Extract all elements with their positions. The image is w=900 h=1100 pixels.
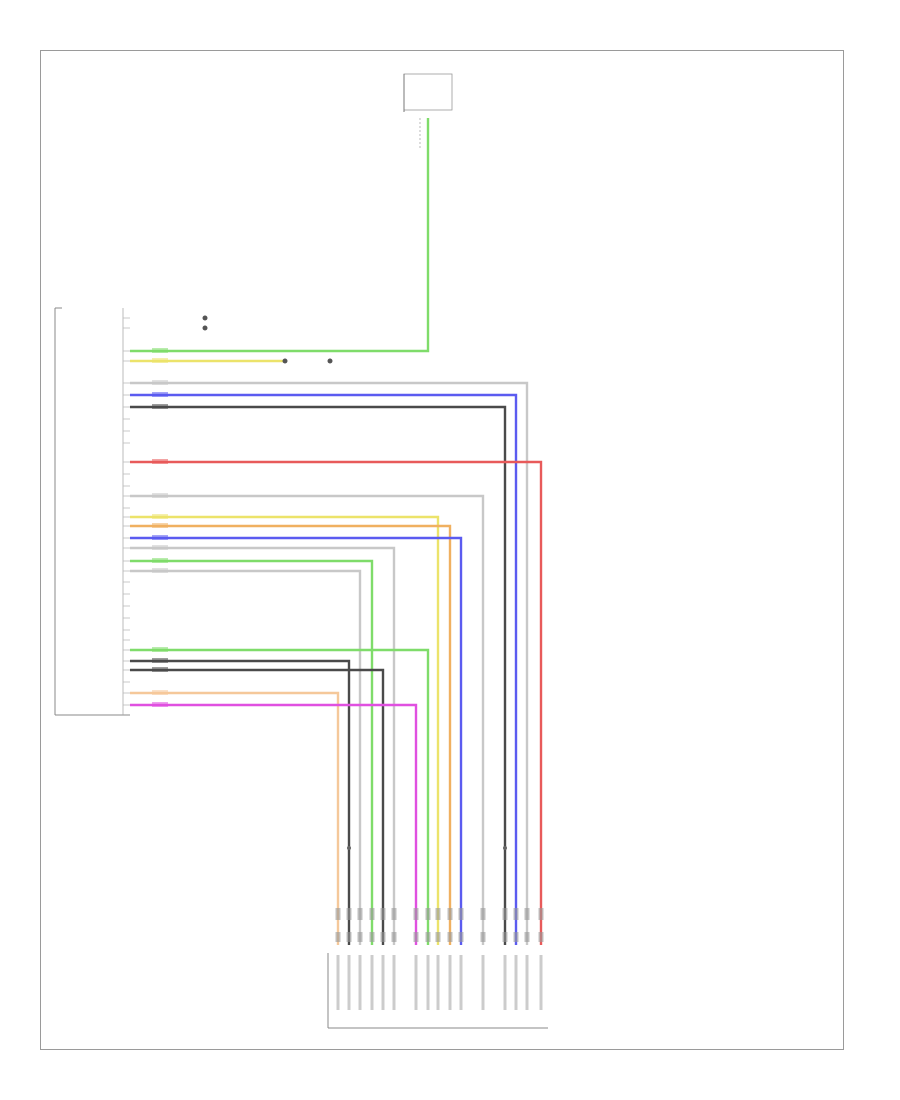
- bottom-pin-terminal: [391, 932, 397, 942]
- wire-color-code: [152, 558, 168, 563]
- wire-w-green-3: [130, 648, 430, 945]
- connector-point: [282, 358, 288, 364]
- bottom-pin-terminal: [369, 932, 375, 942]
- wire-color-code: [152, 658, 168, 663]
- bottom-pin-terminal: [335, 908, 341, 920]
- pin-layer: [123, 317, 544, 1010]
- splice-point: [503, 846, 507, 850]
- bottom-pin-terminal: [435, 932, 441, 942]
- bottom-pin-terminal: [502, 932, 508, 942]
- diagram-frame: [40, 50, 844, 1050]
- wire-w-orange-1: [130, 524, 452, 945]
- wire-w-blue-2: [130, 536, 463, 945]
- bottom-pin-terminal: [524, 908, 530, 920]
- wire-w-green-2: [130, 559, 374, 945]
- wire-w-black-3: [130, 668, 385, 945]
- connector-point: [202, 315, 208, 321]
- wire-w-blue-1: [130, 393, 518, 945]
- connector-point: [202, 325, 208, 331]
- wire-color-code: [152, 690, 168, 695]
- wire-w-orange-2: [130, 691, 340, 945]
- wire-w-yellow-2: [130, 515, 440, 945]
- bottom-pin-terminal: [346, 932, 352, 942]
- wire-color-code: [152, 380, 168, 385]
- wire-w-supply: [130, 118, 430, 353]
- bottom-pin-terminal: [480, 908, 486, 920]
- bottom-pin-terminal: [513, 932, 519, 942]
- wire-color-code: [152, 358, 168, 363]
- bottom-pin-terminal: [538, 908, 544, 920]
- connector-point: [327, 358, 333, 364]
- bottom-pin-terminal: [380, 908, 386, 920]
- bottom-pin-terminal: [425, 908, 431, 920]
- bottom-module: [327, 953, 548, 1029]
- wire-color-code: [152, 493, 168, 498]
- wire-w-grey-3: [130, 546, 396, 945]
- bottom-pin-terminal: [413, 908, 419, 920]
- wire-w-violet-1: [130, 703, 418, 945]
- bottom-pin-terminal: [480, 932, 486, 942]
- wire-color-code: [152, 702, 168, 707]
- wire-color-code: [152, 647, 168, 652]
- wire-w-black-2: [130, 659, 351, 945]
- top-module: [403, 73, 453, 150]
- bottom-pin-terminal: [425, 932, 431, 942]
- splice-point: [347, 846, 351, 850]
- bottom-pin-terminal: [357, 908, 363, 920]
- wire-w-grey-2: [130, 494, 485, 945]
- bottom-pin-terminal: [391, 908, 397, 920]
- wire-w-grey-4: [130, 569, 362, 945]
- bottom-pin-terminal: [447, 932, 453, 942]
- bottom-pin-terminal: [357, 932, 363, 942]
- bottom-pin-terminal: [502, 908, 508, 920]
- bottom-pin-terminal: [458, 908, 464, 920]
- bottom-pin-terminal: [538, 932, 544, 942]
- bottom-pin-terminal: [513, 908, 519, 920]
- wire-w-black-1: [130, 405, 507, 945]
- wire-color-code: [152, 667, 168, 672]
- bottom-pin-terminal: [524, 932, 530, 942]
- bottom-pin-terminal: [458, 932, 464, 942]
- left-module: [54, 307, 130, 716]
- wire-color-code: [152, 392, 168, 397]
- wire-layer: [130, 118, 543, 945]
- wire-color-code: [152, 535, 168, 540]
- bottom-pin-terminal: [335, 932, 341, 942]
- wire-color-code: [152, 404, 168, 409]
- wire-color-code: [152, 348, 168, 353]
- wire-w-red-1: [130, 460, 543, 945]
- bottom-pin-terminal: [369, 908, 375, 920]
- bottom-pin-terminal: [413, 932, 419, 942]
- wire-color-code: [152, 459, 168, 464]
- connector-markers: [202, 315, 507, 850]
- bottom-pin-terminal: [435, 908, 441, 920]
- bottom-pin-terminal: [447, 908, 453, 920]
- wire-w-grey-1: [130, 381, 529, 945]
- wire-color-code: [152, 523, 168, 528]
- wire-color-code: [152, 514, 168, 519]
- bottom-pin-terminal: [380, 932, 386, 942]
- bottom-pin-terminal: [346, 908, 352, 920]
- wire-color-code: [152, 568, 168, 573]
- wire-color-code: [152, 545, 168, 550]
